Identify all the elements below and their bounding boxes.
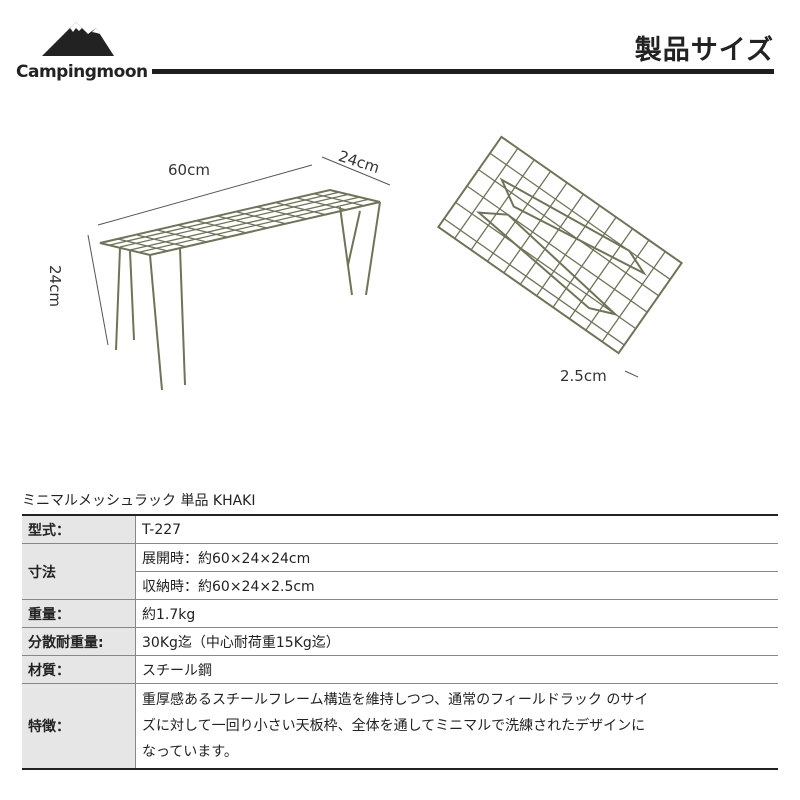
spec-value: 収納時：約60×24×2.5cm [135,571,778,600]
product-dimension-figure: 60cm 24cm 24cm 2.5cm [40,135,780,415]
spec-label: 材質： [22,655,136,684]
spec-row-size-folded: 収納時：約60×24×2.5cm [22,571,778,600]
spec-label: 特徴： [22,683,136,770]
feature-line: ズに対して一回り小さい天板枠、全体を通してミニマルで洗練されたデザインに [142,718,646,734]
dimension-lines [87,156,391,346]
spec-table: 型式： T-227 寸法 展開時：約60×24×24cm 収納時：約60×24×… [22,514,778,770]
brand-name: Campingmoon [16,62,148,82]
spec-value: 30Kg迄（中心耐荷重15Kg迄） [135,627,778,656]
spec-row-feature: 特徴： 重厚感あるスチールフレーム構造を維持しつつ、通常のフィールドラック のサ… [22,683,778,770]
header-divider [152,69,774,74]
feature-line: なっています。 [142,744,238,760]
header: Campingmoon 製品サイズ [0,0,800,90]
brand-logo: Campingmoon [16,20,148,82]
folded-thickness-label: 2.5cm [560,367,607,385]
spec-value: 展開時：約60×24×24cm [135,543,778,572]
length-label: 60cm [168,161,210,179]
spec-label: 寸法 [22,543,136,600]
spec-row-size-open: 寸法 展開時：約60×24×24cm [22,543,778,600]
feature-line: 重厚感あるスチールフレーム構造を維持しつつ、通常のフィールドラック のサイ [142,692,649,708]
spec-value: 重厚感あるスチールフレーム構造を維持しつつ、通常のフィールドラック のサイ ズに… [135,683,778,770]
spec-row-model: 型式： T-227 [22,514,778,544]
product-name: ミニマルメッシュラック 単品 KHAKI [22,493,256,509]
spec-row-weight: 重量： 約1.7kg [22,599,778,628]
spec-label: 重量： [22,599,136,628]
spec-row-load: 分散耐重量: 30Kg迄（中心耐荷重15Kg迄） [22,627,778,656]
spec-row-material: 材質： スチール鋼 [22,655,778,684]
folded-rack [436,135,684,355]
rack-illustration [87,135,684,391]
spec-value: 約1.7kg [135,599,778,628]
page-title: 製品サイズ [634,35,774,66]
height-label: 24cm [46,265,64,307]
open-rack [99,188,381,391]
spec-label: 分散耐重量: [22,627,136,656]
spec-value: スチール鋼 [135,655,778,684]
mountain-logo-icon [42,22,114,56]
spec-value: T-227 [135,514,778,544]
spec-label: 型式： [22,514,136,544]
